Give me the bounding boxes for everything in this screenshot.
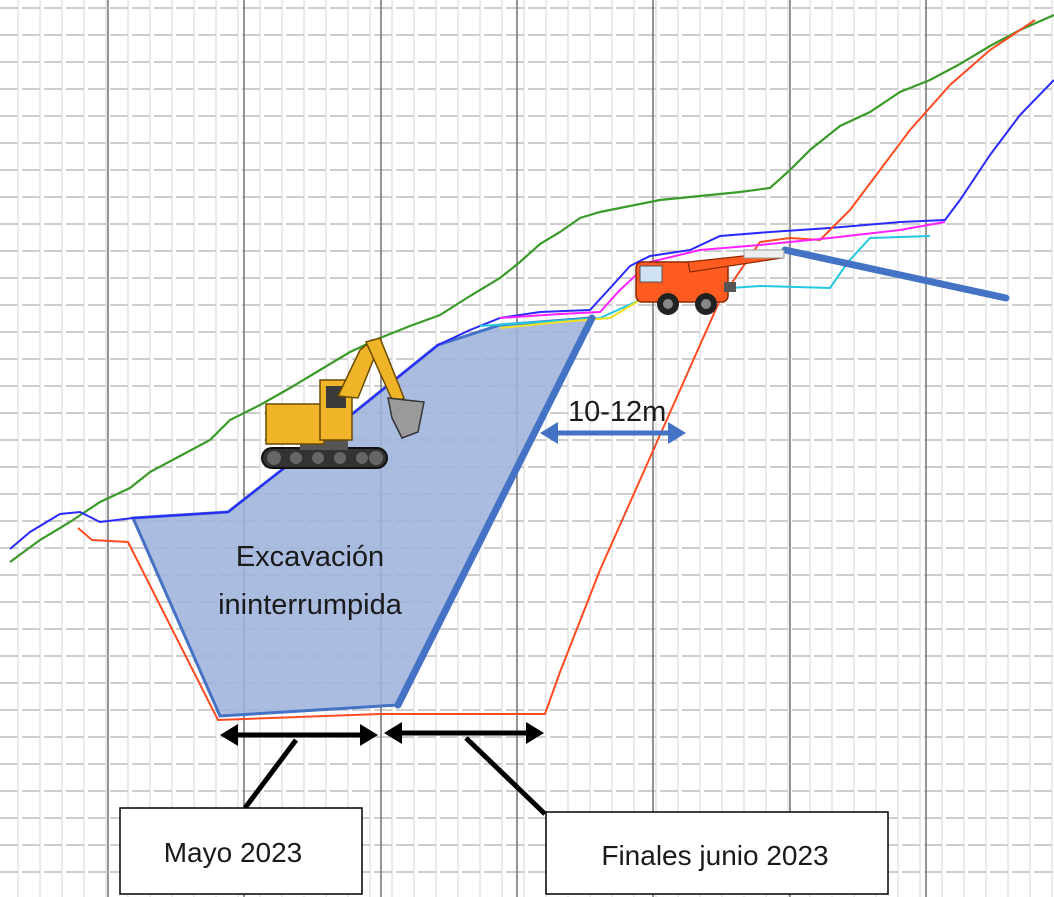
bench-line: [781, 246, 1010, 302]
phase2-arrow: [384, 722, 544, 744]
phase2-leader: [464, 736, 547, 816]
profile-line-blue: [9, 79, 1054, 550]
distance-label: 10-12m: [568, 396, 666, 428]
profile-line-red: [77, 19, 1036, 722]
phase1-label: Mayo 2023: [164, 837, 303, 868]
phase2-box: [545, 811, 889, 895]
phase1-leader: [243, 738, 298, 810]
excavation-slope-line: [394, 314, 596, 709]
ground-line-green: [9, 13, 1054, 563]
drill-rig-icon: [635, 249, 785, 315]
phase2-label: Finales junio 2023: [601, 840, 828, 871]
profile-line-magenta: [499, 221, 946, 319]
phase1-arrow: [220, 724, 378, 746]
excavator-icon: [261, 337, 425, 469]
phase1-box: [119, 807, 363, 895]
distance-arrow: [540, 422, 686, 444]
excavation-label-line2: ininterrumpida: [218, 589, 403, 621]
excavation-label-line1: Excavación: [236, 541, 384, 573]
